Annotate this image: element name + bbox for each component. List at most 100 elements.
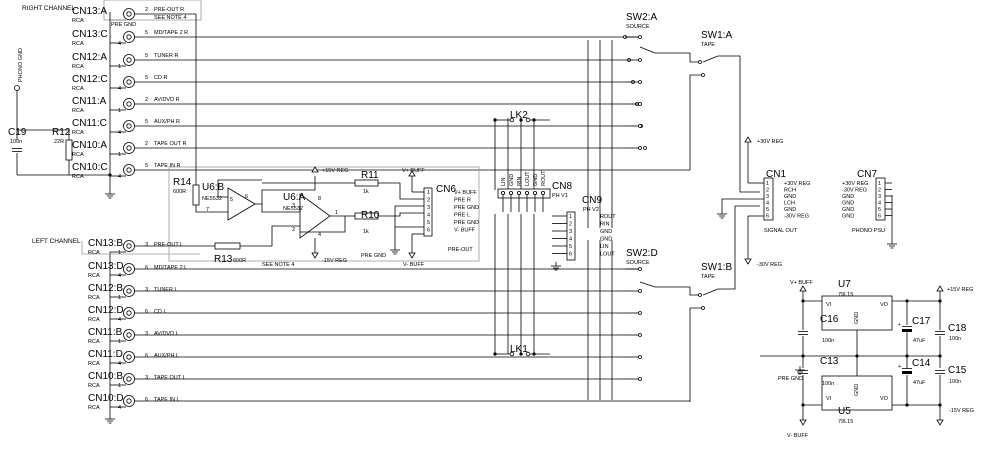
pin-number: 5	[145, 163, 148, 169]
ground-pin-number: 4	[118, 174, 121, 180]
supply-arrow-up	[936, 285, 944, 292]
junction-dot	[905, 403, 909, 407]
u6a-part: NE5532	[283, 206, 303, 212]
junction-dot	[532, 118, 536, 122]
input-label: AUX/PH R	[154, 119, 180, 125]
terminal	[126, 123, 132, 129]
cn1-pin-label: GND	[784, 207, 796, 213]
capacitor-plate-filled	[902, 329, 912, 332]
input-label: AV/DVD L	[154, 331, 179, 337]
junction-dot	[801, 299, 805, 303]
connector-ref: CN11:C	[72, 118, 107, 129]
connector-type: RCA	[88, 339, 100, 345]
cn6-pin-label: V- BUFF	[454, 228, 476, 234]
pin-number: 3	[145, 287, 148, 293]
cn1-pin-number: 5	[766, 207, 769, 213]
terminal	[126, 266, 132, 272]
r10-value: 1k	[363, 229, 369, 235]
cn7-pin-number: 4	[878, 201, 881, 207]
cn1-pin-label: -30V REG	[784, 214, 809, 220]
phono-gnd-label: PHONO GND	[18, 48, 24, 82]
input-label: AV/DVD R	[154, 97, 180, 103]
cn6-pin-number: 4	[427, 213, 430, 219]
supply-arrow-down	[311, 252, 319, 259]
terminal	[126, 288, 132, 294]
connector-type: RCA	[72, 130, 84, 136]
cn1-sub: SIGNAL OUT	[764, 228, 798, 234]
cn7-pin-number: 2	[878, 188, 881, 194]
junction-dot	[532, 352, 536, 356]
connector-ref: CN13:C	[72, 29, 108, 40]
terminal	[508, 190, 513, 195]
cn9-sub: PH V2	[583, 207, 599, 213]
m15-label-1: -15V REG	[322, 258, 347, 264]
connector-ref: CN11:A	[72, 96, 107, 107]
wire	[721, 198, 764, 210]
supply-arrow-up	[744, 136, 752, 143]
cn6-pin-number: 2	[427, 198, 430, 204]
cn7-pin-label: GND	[842, 194, 854, 200]
junction-dot	[938, 299, 942, 303]
c18-name: C18	[948, 323, 967, 334]
connector-type: RCA	[72, 64, 84, 70]
cn8-pin-label: ROUT	[541, 170, 547, 186]
cn1-pin-number: 1	[766, 181, 769, 187]
wire	[655, 52, 700, 63]
c14-value: 47uF	[913, 380, 926, 386]
switch-wiper	[702, 288, 719, 296]
supply-arrow-down	[744, 258, 752, 265]
input-label: TAPE OUT R	[154, 141, 187, 147]
cn6-pin-number: 5	[427, 220, 430, 226]
input-label: MD/TAPE 2 L	[154, 265, 187, 271]
u5-part: 79L15	[838, 419, 853, 425]
sw1b-name: SW1:B	[701, 262, 732, 273]
pin-number: 2	[145, 7, 148, 13]
cn9-pin-label: GND	[600, 229, 612, 235]
ground-pin-number: 1	[118, 339, 121, 345]
c17-name: C17	[912, 316, 931, 327]
ground-pin-number: 4	[118, 86, 121, 92]
wire	[300, 215, 346, 233]
cn9-pin-label: LIN	[600, 244, 609, 250]
pregnd-label-2: PRE GND	[778, 376, 803, 382]
connector-type: RCA	[88, 361, 100, 367]
lk2-label: LK2	[510, 110, 528, 121]
cn6-pin-label: PRE R	[454, 198, 471, 204]
sw2a-sub: SOURCE	[626, 24, 650, 30]
pin-number: 6	[145, 309, 148, 315]
connector-ref: CN12:C	[72, 74, 108, 85]
wire	[271, 225, 300, 246]
vminus-label-1: V- BUFF	[403, 262, 425, 268]
connector-ref: CN10:A	[72, 140, 107, 151]
wire	[195, 205, 228, 213]
connector-type: RCA	[72, 41, 84, 47]
cn7-sub: PHONO PSU	[852, 228, 885, 234]
cn7-name: CN7	[857, 169, 877, 180]
wire	[378, 212, 424, 217]
opamp-pin: 4	[318, 232, 321, 238]
junction-dot	[938, 354, 942, 358]
cn7-pin-label: +30V REG	[842, 181, 868, 187]
cn7-pin-label: GND	[842, 201, 854, 207]
switch-wiper	[639, 281, 656, 288]
wire	[261, 204, 301, 213]
sw1b-sub: TAPE	[701, 274, 715, 280]
ground-pin-number: 1	[118, 383, 121, 389]
right-channel-label: RIGHT CHANNEL	[22, 5, 75, 12]
cn1-pin-label: +30V REG	[784, 181, 810, 187]
connector-ref: CN10:B	[88, 371, 123, 382]
junction-dot	[519, 352, 523, 356]
r13-value: 600R	[233, 258, 246, 264]
connector-type: RCA	[88, 295, 100, 301]
connector-ref: CN13:B	[88, 238, 123, 249]
vplus-label-2: V+ BUFF	[790, 280, 813, 286]
input-label: TUNER R	[154, 53, 178, 59]
terminal	[126, 57, 132, 63]
cn8-name: CN8	[552, 181, 572, 192]
input-label: TAPE OUT L	[154, 375, 186, 381]
wire	[718, 205, 760, 290]
m30-label: -30V REG	[757, 262, 782, 268]
ground-pin-number: 1	[118, 152, 121, 158]
pin-number: 2	[145, 141, 148, 147]
